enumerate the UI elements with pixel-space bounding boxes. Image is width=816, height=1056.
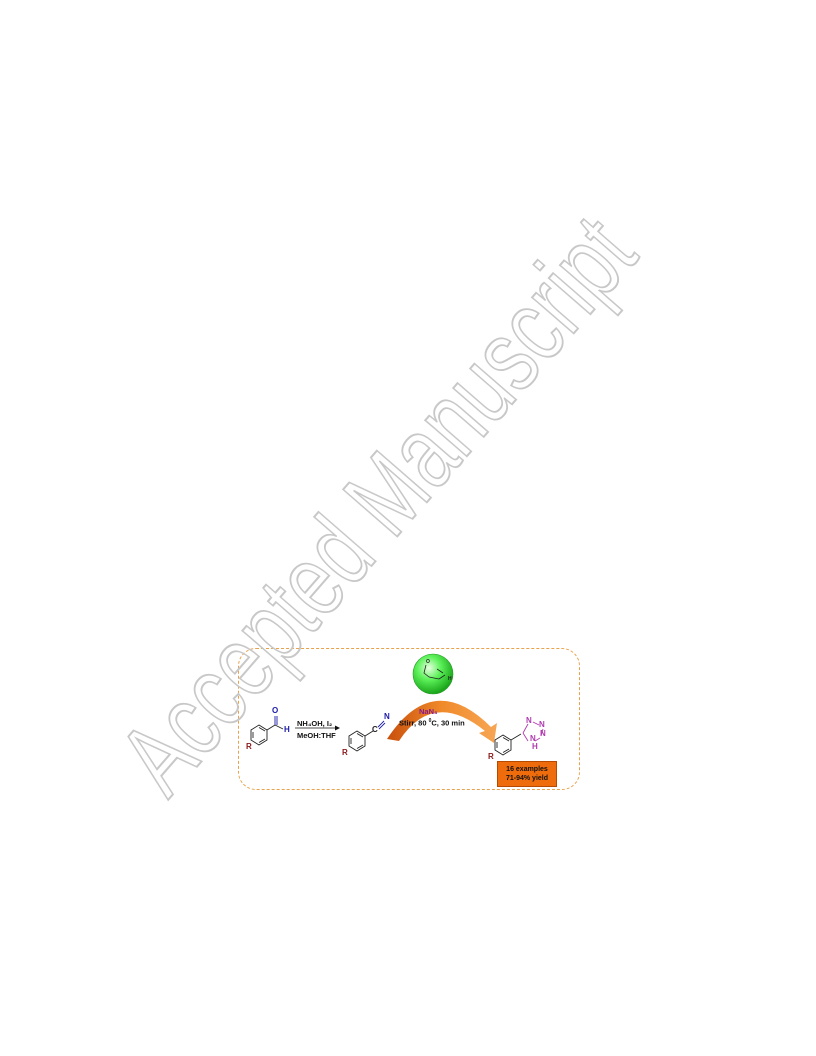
conditions-prefix: Stirr, 80 xyxy=(399,718,429,728)
benzaldehyde-structure xyxy=(250,716,284,746)
degree-mark: 0 xyxy=(428,718,432,724)
tetrazole-nitrogen-3: N xyxy=(540,729,546,738)
examples-count: 16 examples xyxy=(506,766,548,773)
step1-reagents: NH₄OH, I₂ xyxy=(297,719,333,728)
catalyst-sphere xyxy=(412,653,454,695)
step2-reagent: NaN₃ xyxy=(419,707,438,716)
benzonitrile-structure xyxy=(348,720,386,752)
substituent-r-2: R xyxy=(342,748,348,757)
yield-summary-box: 16 examples 71-94% yield xyxy=(497,761,557,787)
reaction-scheme: O H R C N R N N N N H R O H NH₄OH, I₂ Me… xyxy=(238,648,580,790)
tetrazole-nitrogen-2: N xyxy=(539,720,545,729)
conditions-suffix: C, 30 min xyxy=(431,718,465,728)
tetrazole-nh-hydrogen: H xyxy=(532,742,538,751)
yield-range: 71-94% yield xyxy=(505,775,549,782)
tetrazole-nh: N xyxy=(530,734,536,743)
tetrazole-nitrogen-1: N xyxy=(526,716,532,725)
step2-conditions: Stirr, 80 0C, 30 min xyxy=(399,718,465,728)
reaction-arrow-arc xyxy=(387,700,497,743)
substituent-r-1: R xyxy=(246,742,252,751)
aldehyde-oxygen: O xyxy=(272,706,279,715)
catalyst-hydrogen: H xyxy=(448,676,452,682)
catalyst-oxygen: O xyxy=(426,659,430,665)
catalyst-structure xyxy=(423,664,446,680)
nitrile-nitrogen: N xyxy=(384,712,390,721)
step1-solvent: MeOH:THF xyxy=(297,731,336,740)
aldehyde-hydrogen: H xyxy=(284,725,290,734)
substituent-r-3: R xyxy=(488,752,494,761)
tetrazole-structure xyxy=(494,721,544,756)
scheme-drawing xyxy=(250,653,544,756)
nitrile-carbon: C xyxy=(372,725,378,734)
step1-arrow xyxy=(295,725,340,731)
